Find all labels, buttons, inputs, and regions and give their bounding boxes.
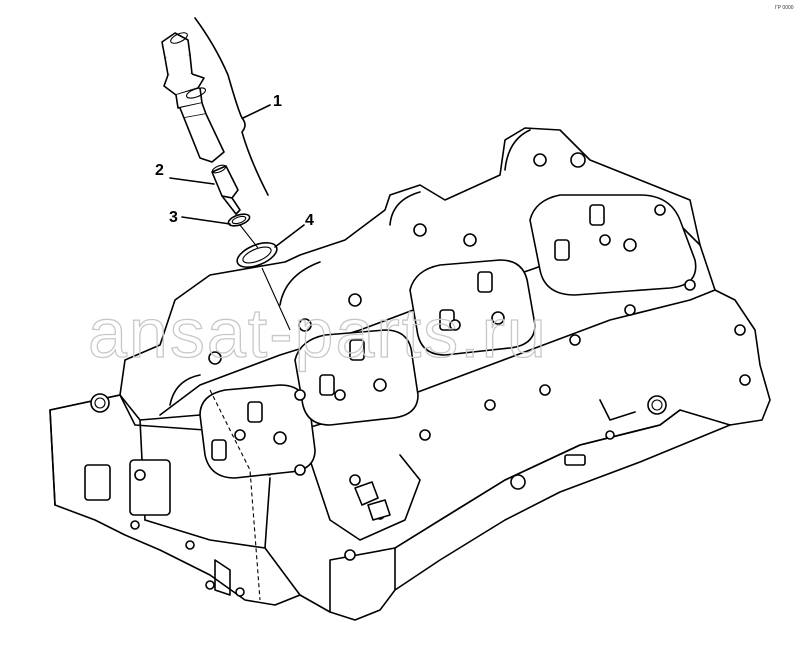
nozzle [211, 164, 241, 215]
watermark: ansat-parts.ru [88, 294, 548, 372]
callout-1-bracket [194, 17, 269, 196]
callout-1-leader [242, 104, 271, 119]
cylinder-bay-2 [294, 329, 419, 426]
cylinder-head [49, 127, 771, 621]
injector [161, 32, 225, 163]
callout-3-leader [181, 216, 231, 225]
callout-4-leader [274, 224, 305, 248]
callout-4-number: 4 [305, 212, 314, 229]
drawing-code: ГР 0000 [775, 5, 794, 11]
cylinder-bay-4 [529, 194, 697, 296]
callout-2-leader [169, 177, 215, 185]
cylinder-bay-3 [409, 259, 536, 356]
assembly-axis [209, 224, 291, 601]
cylinder-bay-1 [199, 384, 316, 479]
small-seal-ring [227, 213, 251, 227]
callout-1-number: 1 [273, 93, 282, 110]
large-seal-ring [236, 242, 278, 268]
callout-3-number: 3 [169, 209, 178, 226]
callout-2-number: 2 [155, 162, 164, 179]
